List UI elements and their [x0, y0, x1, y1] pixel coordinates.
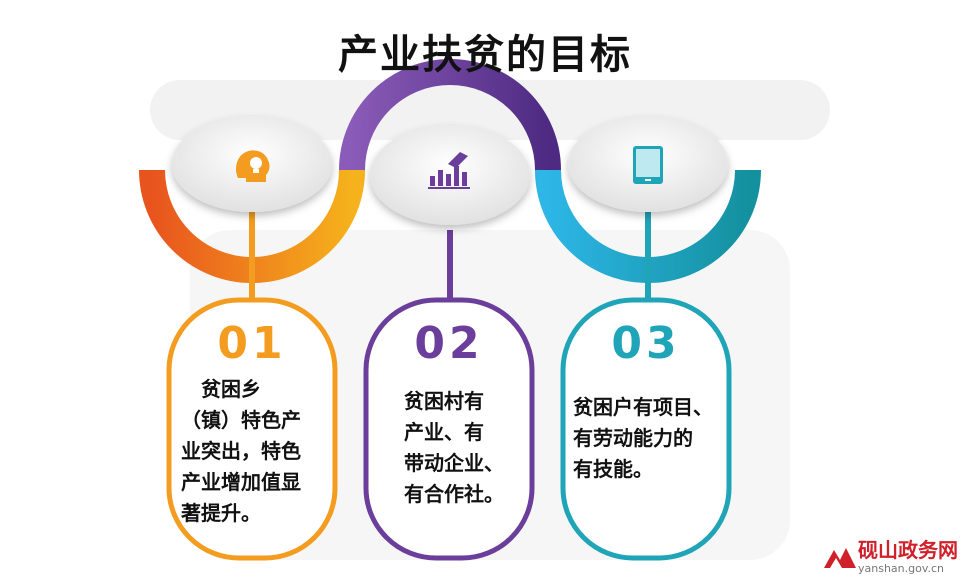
step-number-3: 03 [611, 318, 681, 369]
step-number-2: 02 [414, 318, 484, 369]
step-number-1: 01 [217, 318, 287, 369]
page-title: 产业扶贫的目标 [338, 31, 632, 78]
step-card-3 [560, 297, 732, 561]
step-text-2: 贫困村有 产业、有 带动企业、 有合作社。 [404, 389, 504, 506]
site-watermark: 砚山政务网 yanshan.gov.cn [822, 540, 958, 574]
step-text-3: 贫困户有项目、 有劳动能力的 有技能。 [573, 395, 713, 481]
step-card-1 [166, 297, 338, 561]
step-text-1: 贫困乡 （镇）特色产 业突出，特色 产业增加值显 著提升。 [181, 377, 301, 525]
step-card-2 [363, 297, 535, 561]
watermark-name: 砚山政务网 [858, 538, 958, 562]
ribbon-purple [339, 59, 561, 171]
hand-bar-chart-icon [428, 152, 470, 189]
watermark-url: yanshan.gov.cn [858, 562, 945, 575]
tablet-icon [633, 146, 663, 184]
mountain-logo-icon [824, 548, 856, 568]
head-lightbulb-icon [236, 150, 270, 182]
